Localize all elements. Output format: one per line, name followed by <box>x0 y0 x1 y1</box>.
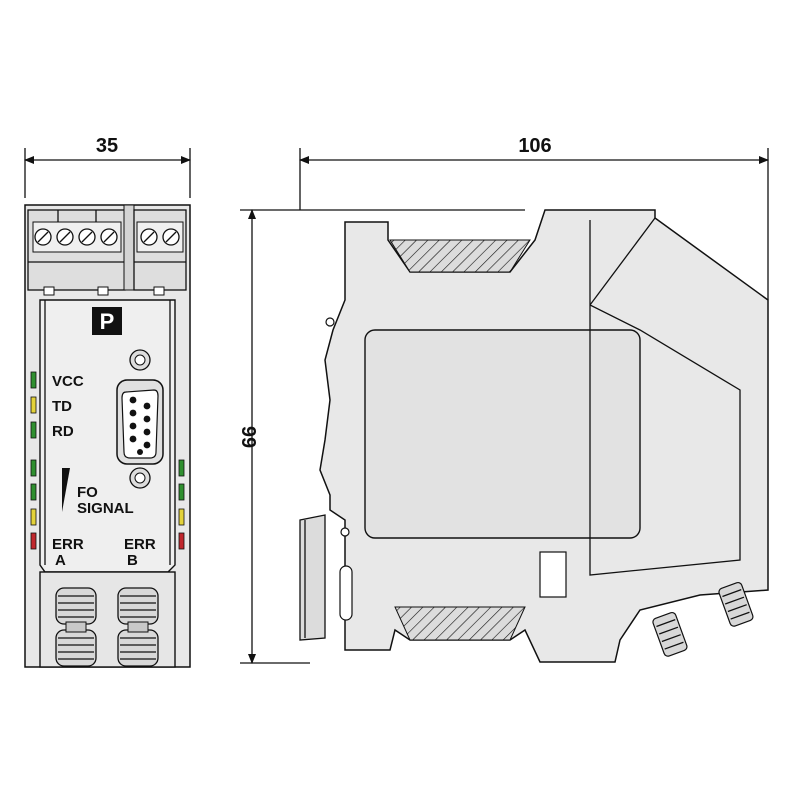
logo-letter: P <box>100 309 115 334</box>
label-rd: RD <box>52 423 74 440</box>
terminal-screw <box>78 228 96 246</box>
terminal-screw <box>100 228 118 246</box>
led-fo-b-3 <box>178 508 185 526</box>
led-fo-b-1 <box>178 459 185 477</box>
label-err-b-1: ERR <box>124 536 156 553</box>
label-err-a-2: A <box>55 552 66 569</box>
led-err-b <box>178 532 185 550</box>
phoenix-contact-logo-icon: P <box>92 307 122 335</box>
label-vcc: VCC <box>52 373 84 390</box>
fiber-optic-connector-icon <box>117 587 159 667</box>
led-fo-a-2 <box>30 483 37 501</box>
fiber-optic-connector-icon <box>55 587 97 667</box>
label-err-b-2: B <box>127 552 138 569</box>
terminal-block-left <box>27 209 126 296</box>
release-slot <box>339 565 353 621</box>
fiber-optic-connector-icon <box>718 581 754 627</box>
fiber-optic-connector-icon <box>652 611 688 657</box>
terminal-block-right <box>133 209 187 296</box>
label-fo: FO <box>77 484 98 501</box>
led-fo-a-1 <box>30 459 37 477</box>
dimension-height-side: 99 <box>237 209 525 664</box>
led-fo-a-3 <box>30 508 37 526</box>
side-label-panel <box>364 329 641 539</box>
front-view: P <box>24 204 191 668</box>
led-rd <box>30 421 37 439</box>
led-fo-b-2 <box>178 483 185 501</box>
dimension-depth-side: 106 <box>299 135 769 300</box>
dimension-35-label: 35 <box>96 135 118 157</box>
din-rail-clip <box>299 514 326 641</box>
dimension-width-front: 35 <box>24 135 191 198</box>
signal-strength-icon <box>62 468 70 512</box>
label-signal: SIGNAL <box>77 500 134 517</box>
db9-connector-icon <box>116 379 164 465</box>
led-vcc <box>30 371 37 389</box>
side-view <box>299 209 769 663</box>
led-err-a <box>30 532 37 550</box>
top-terminal-section <box>389 239 531 273</box>
db9-screw-top <box>129 349 151 371</box>
dimension-99-label: 99 <box>237 426 259 448</box>
led-td <box>30 396 37 414</box>
dimension-106-label: 106 <box>518 135 551 157</box>
label-td: TD <box>52 398 72 415</box>
label-err-a-1: ERR <box>52 536 84 553</box>
terminal-screw <box>140 228 158 246</box>
terminal-screw <box>34 228 52 246</box>
bottom-terminal-section <box>394 606 526 641</box>
terminal-screw <box>162 228 180 246</box>
db9-screw-bottom <box>129 467 151 489</box>
terminal-screw <box>56 228 74 246</box>
side-window <box>539 551 567 598</box>
